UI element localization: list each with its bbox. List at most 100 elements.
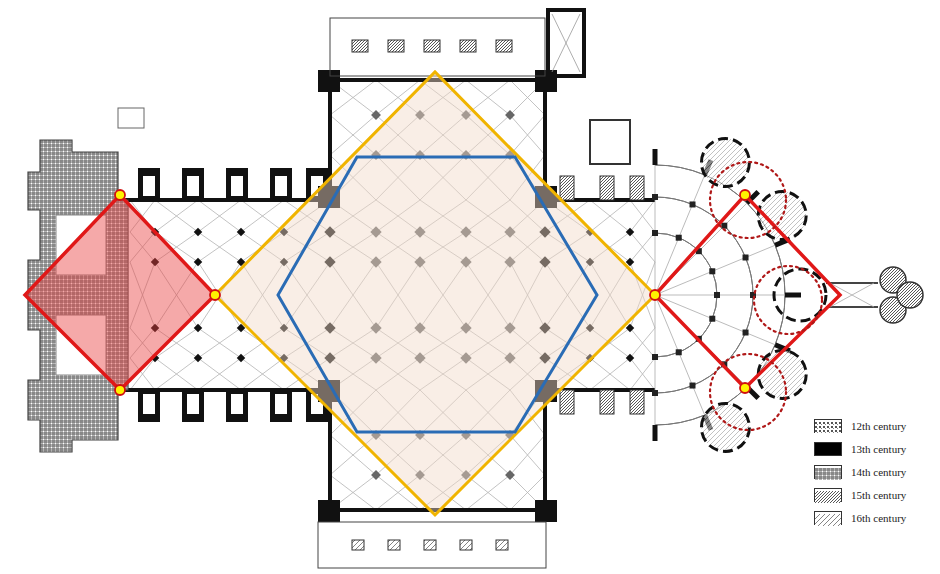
pier <box>371 470 381 480</box>
buttress <box>630 176 644 200</box>
pier <box>626 354 634 362</box>
vault-rib <box>590 358 630 390</box>
buttress <box>226 390 248 422</box>
pier <box>371 110 381 120</box>
buttress <box>560 176 574 200</box>
vault-rib <box>155 200 198 232</box>
vault-rib <box>630 358 655 390</box>
radiating-chapel <box>758 350 806 398</box>
vault-rib <box>630 358 655 390</box>
vault-rib <box>198 200 241 232</box>
radiating-chapel <box>701 403 749 451</box>
buttress <box>600 390 614 414</box>
vault-rib <box>198 232 241 262</box>
chapel-niche <box>275 394 287 414</box>
dotted-circle <box>710 354 786 430</box>
legend-hatch <box>815 422 841 434</box>
vault-rib <box>630 232 655 262</box>
apse-rib <box>655 295 705 415</box>
chapel-niche <box>143 176 155 196</box>
apse-pier <box>652 230 658 236</box>
vault-rib <box>155 200 198 232</box>
buttress <box>535 500 557 522</box>
legend-text: 16th century <box>851 512 906 524</box>
vault-rib <box>510 115 545 155</box>
dotted-circle <box>754 266 822 334</box>
buttress <box>182 168 204 200</box>
buttress <box>138 390 160 422</box>
legend-swatch <box>814 465 842 479</box>
legend-row: 14th century <box>814 460 906 483</box>
buttress <box>270 168 292 200</box>
buttress <box>182 390 204 422</box>
apse-pier <box>690 201 696 207</box>
legend-row: 16th century <box>814 506 906 529</box>
vertex-dot <box>115 190 125 200</box>
vault-rib <box>630 200 655 232</box>
porch-pier <box>424 540 436 550</box>
vault-rib <box>155 358 198 390</box>
vault-rib <box>466 475 510 510</box>
porch-pier <box>460 40 476 52</box>
apse-pier <box>652 354 658 360</box>
vertex-dot <box>650 290 660 300</box>
trefoil-chapel <box>897 282 923 308</box>
pier <box>237 354 245 362</box>
east-square <box>655 195 840 388</box>
golden-square <box>215 72 655 515</box>
porch-pier <box>388 540 400 550</box>
north-porch <box>330 18 545 76</box>
vault-rib <box>155 358 198 390</box>
chapel-niche <box>187 176 199 196</box>
stair-turret <box>118 108 144 128</box>
vertex-dot <box>740 190 750 200</box>
legend-row: 12th century <box>814 414 906 437</box>
legend-swatch <box>814 419 842 433</box>
porch-pier <box>352 540 364 550</box>
apse-pier <box>721 223 727 229</box>
buttress <box>318 70 340 92</box>
legend-hatch <box>815 514 841 526</box>
apse-pier <box>743 254 749 260</box>
buttress <box>138 168 160 200</box>
pier <box>505 110 515 120</box>
dotted-circle <box>710 162 786 238</box>
apse-buttress <box>785 293 801 298</box>
legend-swatch <box>814 488 842 502</box>
porch-pier <box>424 40 440 52</box>
apse-buttress <box>653 425 658 441</box>
vault-rib <box>198 358 241 390</box>
buttress <box>318 500 340 522</box>
geometry-overlay <box>25 72 840 515</box>
legend-swatch <box>814 442 842 456</box>
chapel-niche <box>231 394 243 414</box>
vault-rib <box>510 115 545 155</box>
pier <box>237 228 245 236</box>
porch-pier <box>496 540 508 550</box>
vault-rib <box>510 435 545 475</box>
south-porch <box>318 522 546 568</box>
apse-pier <box>709 268 715 274</box>
vault-rib <box>241 200 284 232</box>
porch-pier <box>460 540 472 550</box>
vertex-dot <box>210 290 220 300</box>
apse-pier <box>743 330 749 336</box>
apse-pier <box>676 235 682 241</box>
apse-pier <box>676 349 682 355</box>
sacristy-vault <box>552 14 580 72</box>
legend-text: 12th century <box>851 420 906 432</box>
vault-rib <box>241 358 284 390</box>
porch-pier <box>496 40 512 52</box>
porch-pier <box>388 40 404 52</box>
vault-rib <box>590 358 630 390</box>
buttress <box>226 168 248 200</box>
legend-swatch <box>814 511 842 525</box>
vertex-dot <box>115 385 125 395</box>
apse-pier <box>709 316 715 322</box>
buttress <box>630 390 644 414</box>
legend-text: 13th century <box>851 443 906 455</box>
pier <box>194 258 202 266</box>
legend-text: 15th century <box>851 489 906 501</box>
